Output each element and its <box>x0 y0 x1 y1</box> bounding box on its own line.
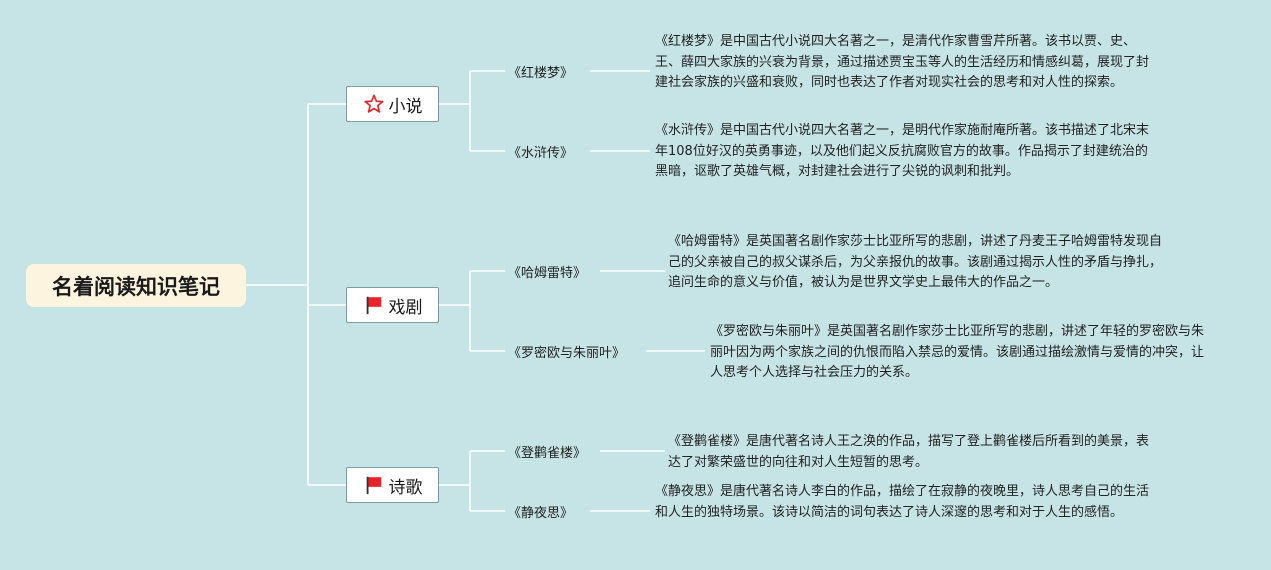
leaf-shuihuzhuan[interactable]: 《水浒传》 <box>508 146 574 161</box>
desc-hamlet: 《哈姆雷特》是英国著名剧作家莎士比亚所写的悲剧，讲述了丹麦王子哈姆雷特发现自己的… <box>668 234 1163 290</box>
desc-romeo-juliet: 《罗密欧与朱丽叶》是英国著名剧作家莎士比亚所写的悲剧，讲述了年轻的罗密欧与朱丽叶… <box>710 324 1205 380</box>
leaf-hamlet[interactable]: 《哈姆雷特》 <box>508 266 587 281</box>
category-poetry[interactable]: 诗歌 <box>346 467 439 503</box>
category-label: 戏剧 <box>388 297 423 318</box>
desc-shuihuzhuan: 《水浒传》是中国古代小说四大名著之一，是明代作家施耐庵所著。该书描述了北宋末年1… <box>655 123 1150 179</box>
root-topic[interactable]: 名着阅读知识笔记 <box>26 264 246 307</box>
category-drama[interactable]: 戏剧 <box>346 287 439 323</box>
red-flag-icon <box>363 474 385 496</box>
leaf-jingyesi[interactable]: 《静夜思》 <box>508 506 574 521</box>
leaf-hongloumeng[interactable]: 《红楼梦》 <box>508 66 574 81</box>
connector-cat-3 <box>439 450 505 512</box>
connector-cat-2 <box>439 270 505 352</box>
red-flag-icon <box>363 294 385 316</box>
category-novel[interactable]: 小说 <box>346 86 439 122</box>
category-label: 诗歌 <box>388 477 423 498</box>
connector-root <box>246 103 346 486</box>
root-title: 名着阅读知识笔记 <box>52 274 220 299</box>
leaf-dengguanquelou[interactable]: 《登鹳雀楼》 <box>508 446 587 461</box>
leaf-romeo-juliet[interactable]: 《罗密欧与朱丽叶》 <box>508 346 626 361</box>
desc-hongloumeng: 《红楼梦》是中国古代小说四大名著之一，是清代作家曹雪芹所著。该书以贾、史、王、薛… <box>655 34 1150 90</box>
desc-jingyesi: 《静夜思》是唐代著名诗人李白的作品，描绘了在寂静的夜晚里，诗人思考自己的生活和人… <box>655 484 1150 520</box>
desc-dengguanquelou: 《登鹳雀楼》是唐代著名诗人王之涣的作品，描写了登上鹳雀楼后所看到的美景，表达了对… <box>668 434 1150 470</box>
star-icon <box>363 93 385 115</box>
connector-cat-1 <box>439 70 505 152</box>
category-label: 小说 <box>388 96 423 117</box>
